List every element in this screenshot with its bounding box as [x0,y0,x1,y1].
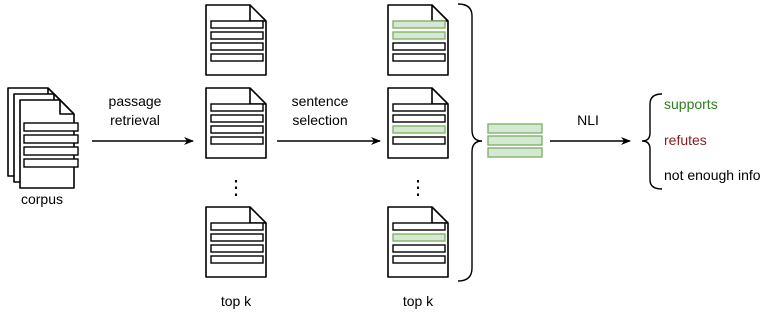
selected-evidence-sentences [487,123,543,158]
nli-label: NLI [577,112,599,128]
top-k-sentence-document [387,206,449,278]
outcome-supports: supports [664,96,718,112]
top-k-label-sentences: top k [403,293,434,309]
top-k-sentence-document [387,87,449,159]
vertical-ellipsis: ⋮ [408,177,428,199]
top-k-passage-document [205,206,267,278]
corpus-doc-stack-icon [7,87,79,189]
passage-retrieval-label-line2: retrieval [110,112,160,128]
sentence-selection-label-line2: selection [292,112,347,128]
top-k-label-passages: top k [221,293,252,309]
outcome-not-enough-info: not enough info [664,167,761,183]
sentence-selection-label-line1: sentence [292,93,349,109]
vertical-ellipsis: ⋮ [226,177,246,199]
right-curly-brace [457,3,483,282]
top-k-passage-document [205,87,267,159]
outcome-refutes: refutes [664,132,707,148]
top-k-passage-document [205,4,267,76]
corpus-label: corpus [21,191,63,207]
top-k-sentence-document [387,4,449,76]
left-curly-brace [641,93,663,190]
passage-retrieval-label-line1: passage [109,93,162,109]
